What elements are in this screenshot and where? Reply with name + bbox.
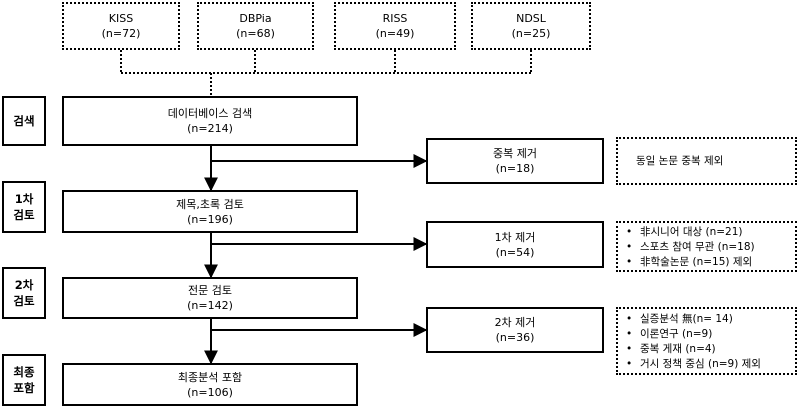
stage-title: 데이터베이스 검색: [167, 107, 253, 120]
reason-list: 非시니어 대상 (n=21) 스포츠 참여 무관 (n=18) 非학술논문 (n…: [626, 225, 791, 270]
source-kiss: KISS (n=72): [62, 2, 180, 50]
exclusion-count: (n=54): [495, 245, 535, 259]
reason-note-duplicates: 동일 논문 중복 제외: [616, 137, 797, 185]
reason-note-first-removal: 非시니어 대상 (n=21) 스포츠 참여 무관 (n=18) 非학술논문 (n…: [616, 221, 797, 272]
stage-box-final-inclusion: 최종분석 포함 (n=106): [62, 363, 358, 406]
exclusion-title: 중복 제거: [493, 147, 537, 160]
stage-label-search: 검색: [2, 96, 46, 146]
reason-note-second-removal: 실증분석 無(n= 14) 이론연구 (n=9) 중복 게재 (n=4) 거시 …: [616, 307, 797, 375]
source-count: (n=25): [511, 27, 551, 40]
stage-box-full-text-review: 전문 검토 (n=142): [62, 277, 358, 319]
exclusion-count: (n=18): [495, 162, 535, 175]
source-dbpia: DBPia (n=68): [197, 2, 314, 50]
stage-label-text: 2차 검토: [13, 278, 35, 308]
stage-count: (n=196): [187, 212, 233, 226]
source-name: RISS: [382, 12, 408, 25]
reason-item: 스포츠 참여 무관 (n=18): [626, 240, 791, 255]
stage-count: (n=214): [187, 122, 233, 135]
source-name: DBPia: [239, 12, 272, 25]
source-count: (n=49): [375, 27, 415, 40]
source-connectors: [120, 50, 532, 96]
exclusion-box-duplicates: 중복 제거 (n=18): [426, 138, 604, 184]
reason-item: 이론연구 (n=9): [626, 327, 791, 342]
exclusion-box-second-removal: 2차 제거 (n=36): [426, 307, 604, 353]
stage-label-text: 검색: [13, 114, 35, 128]
reason-item: 非학술논문 (n=15) 제외: [626, 255, 791, 270]
stage-label-second-review: 2차 검토: [2, 267, 46, 319]
source-count: (n=68): [236, 27, 275, 40]
stage-label-text: 1차 검토: [13, 192, 35, 222]
source-name: NDSL: [516, 12, 546, 25]
source-ndsl: NDSL (n=25): [471, 2, 591, 50]
exclusion-title: 2차 제거: [494, 316, 536, 329]
stage-box-database-search: 데이터베이스 검색 (n=214): [62, 96, 358, 146]
reason-list: 실증분석 無(n= 14) 이론연구 (n=9) 중복 게재 (n=4) 거시 …: [626, 312, 791, 372]
source-name: KISS: [108, 12, 134, 25]
reason-item: 거시 정책 중심 (n=9) 제외: [626, 357, 791, 372]
reason-text: 동일 논문 중복 제외: [636, 154, 724, 167]
exclusion-count: (n=36): [495, 331, 535, 344]
exclusion-box-first-removal: 1차 제거 (n=54): [426, 221, 604, 268]
stage-count: (n=142): [187, 299, 233, 312]
source-count: (n=72): [101, 27, 141, 40]
exclusion-title: 1차 제거: [494, 230, 536, 244]
reason-item: 실증분석 無(n= 14): [626, 312, 791, 327]
source-riss: RISS (n=49): [334, 2, 456, 50]
stage-box-title-abstract-review: 제목,초록 검토 (n=196): [62, 190, 358, 233]
stage-count: (n=106): [187, 385, 233, 399]
stage-label-final: 최종 포함: [2, 354, 46, 406]
stage-title: 전문 검토: [188, 284, 232, 297]
stage-title: 제목,초록 검토: [176, 197, 244, 211]
stage-title: 최종분석 포함: [177, 370, 243, 384]
exclusion-arrows: [211, 154, 428, 337]
stage-label-first-review: 1차 검토: [2, 181, 46, 233]
reason-item: 중복 게재 (n=4): [626, 342, 791, 357]
reason-item: 非시니어 대상 (n=21): [626, 225, 791, 240]
stage-label-text: 최종 포함: [13, 365, 35, 395]
